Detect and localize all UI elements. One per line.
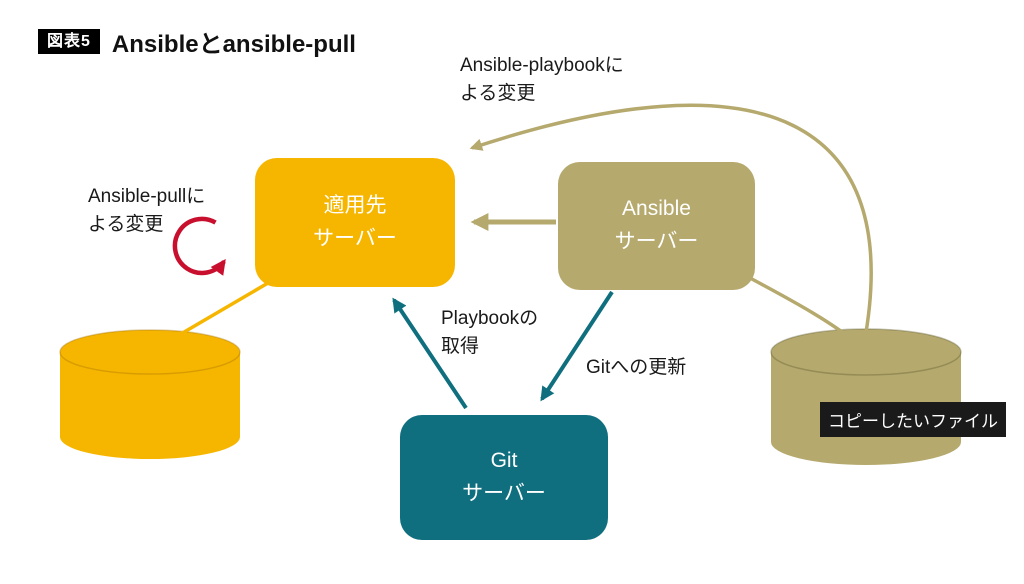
pull-loop-arrow (172, 216, 226, 276)
node-git-server-label: Git サーバー (462, 448, 546, 505)
git-update-arrow (540, 290, 614, 402)
playbook-get-arrow (392, 297, 468, 410)
node-target-server-label: 適用先 サーバー (313, 193, 397, 250)
copy-files-tag: コピーしたいファイル (820, 402, 1006, 437)
node-ansible-server-label: Ansible サーバー (614, 197, 699, 253)
playbook-change-arrow (469, 103, 873, 345)
annotation-git-update: Gitへの更新 (586, 357, 687, 378)
node-ansible-server: Ansible サーバー (558, 162, 755, 290)
figure-header: 図表5 Ansibleとansible-pull (38, 24, 356, 59)
node-git-server: Git サーバー (400, 415, 608, 540)
annotation-playbook-change: Ansible-playbookに よる変更 (460, 55, 624, 104)
target-to-storage-line (149, 281, 269, 354)
target-storage-cylinder (59, 329, 241, 459)
figure-title: Ansibleとansible-pull (111, 31, 356, 58)
annotation-playbook-get: Playbookの 取得 (441, 308, 539, 357)
annotation-pull-change: Ansible-pullに よる変更 (88, 186, 206, 235)
node-target-server: 適用先 サーバー (255, 158, 455, 287)
figure-number-badge: 図表5 (38, 28, 100, 55)
copy-files-cylinder (770, 328, 962, 465)
ansible-to-files-line (749, 276, 862, 348)
